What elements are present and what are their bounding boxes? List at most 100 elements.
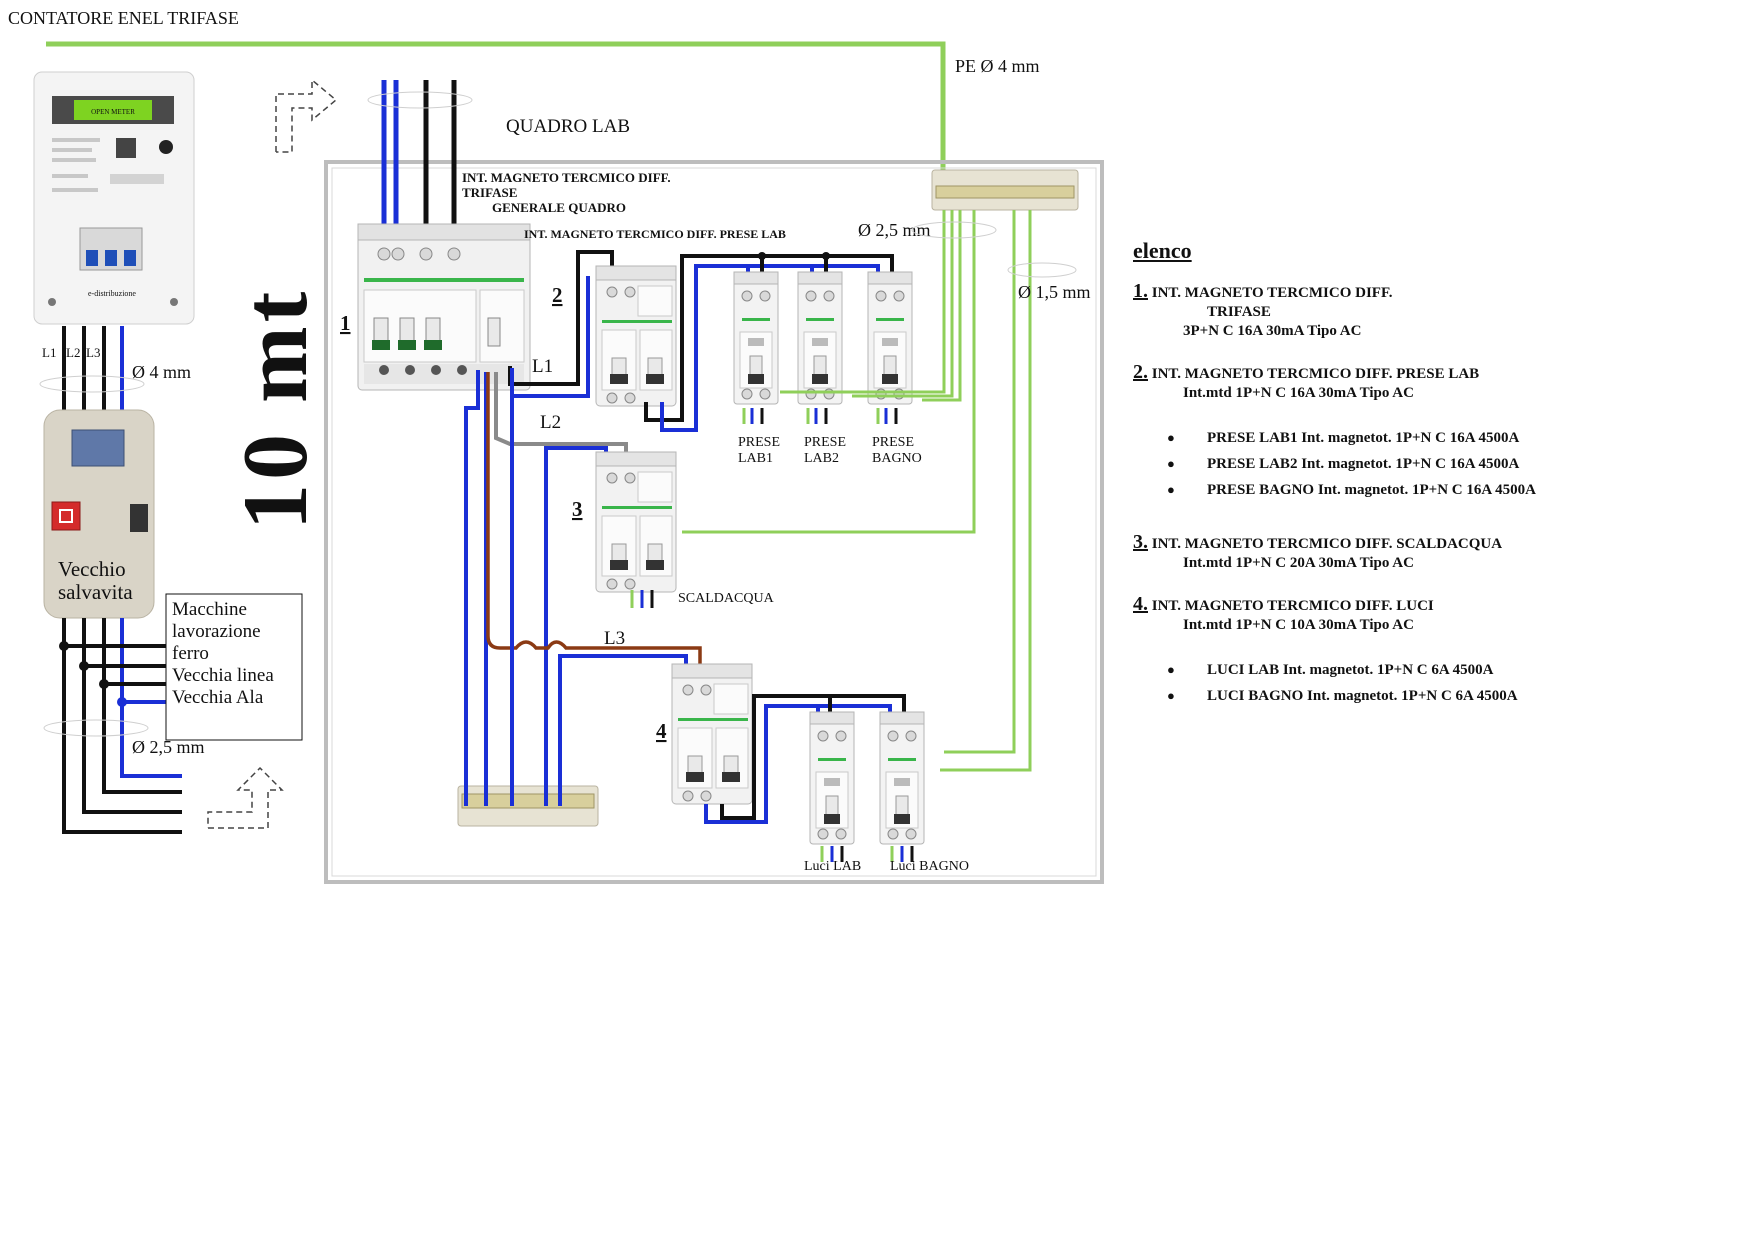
phase-label-l2-quadro: L2 (540, 412, 561, 433)
main-breaker-label-2: TRIFASE (462, 185, 517, 200)
elenco-item-number: 4. (1133, 593, 1148, 615)
earth-distribution-cables (682, 210, 1032, 772)
distance-label: 10 mt (224, 288, 326, 530)
elenco-item-title: INT. MAGNETO TERCMICO DIFF. SCALDACQUA (1151, 536, 1503, 552)
elenco-item-4: 4. INT. MAGNETO TERCMICO DIFF. LUCI Int.… (1133, 593, 1733, 635)
loads-line-3: ferro (172, 643, 209, 664)
elenco-item-spec: Int.mtd 1P+N C 10A 30mA Tipo AC (1183, 617, 1414, 633)
meter-cable-marker (39, 375, 145, 393)
elenco-item-title: INT. MAGNETO TERCMICO DIFF. PRESE LAB (1151, 366, 1480, 382)
old-cable-marker (43, 719, 149, 737)
old-rcd-label-2: salvavita (58, 580, 133, 604)
elenco-panel: elenco 1. INT. MAGNETO TERCMICO DIFF. TR… (1133, 238, 1733, 739)
elenco-item-line: TRIFASE (1207, 304, 1271, 320)
elenco-item-number: 1. (1133, 280, 1148, 302)
main-breaker-1 (357, 223, 531, 391)
list-item: LUCI LAB Int. magnetot. 1P+N C 6A 4500A (1133, 657, 1733, 683)
prese-lab2-label-b: LAB2 (804, 451, 839, 466)
scaldacqua-output-cables (630, 590, 654, 608)
pe-cable-label: PE Ø 4 mm (955, 56, 1040, 76)
loads-line-5: Vecchia Ala (172, 687, 264, 708)
cable-25-label: Ø 2,5 mm (858, 220, 931, 240)
prese-lab1-label-a: PRESE (738, 435, 780, 450)
prese-bagno-label-a: PRESE (872, 435, 914, 450)
elenco-item-spec: 3P+N C 16A 30mA Tipo AC (1183, 323, 1362, 339)
loads-line-1: Macchine (172, 599, 247, 620)
phase-label-l1-quadro: L1 (532, 356, 553, 377)
prese-lab2-label-a: PRESE (804, 435, 846, 450)
list-item: PRESE LAB2 Int. magnetot. 1P+N C 16A 450… (1133, 451, 1733, 477)
main-breaker-label-3: GENERALE QUADRO (492, 200, 626, 215)
prese-bagno-label-b: BAGNO (872, 451, 922, 466)
cable-15-marker (1007, 262, 1077, 278)
l3-neutral-cables (510, 380, 688, 806)
enel-meter: OPEN METER e-distribuzione (33, 71, 195, 325)
elenco-item-number: 2. (1133, 361, 1148, 383)
earth-bar (931, 169, 1079, 211)
prese-bullet-list: PRESE LAB1 Int. magnetot. 1P+N C 16A 450… (1133, 425, 1733, 503)
meter-cable-label: Ø 4 mm (132, 362, 191, 382)
arrow-up-icon (207, 766, 284, 829)
loads-line-2: lavorazione (172, 621, 261, 642)
diagram-title: CONTATORE ENEL TRIFASE (8, 8, 239, 28)
breaker-number-2: 2 (552, 283, 563, 307)
incoming-cables (381, 80, 457, 252)
junction-dots (758, 252, 830, 260)
rcbo-3 (595, 451, 677, 593)
phase-label-l1: L1 (42, 345, 56, 360)
phase-label-l3: L3 (86, 345, 100, 360)
rcbo-4 (671, 663, 753, 805)
list-item: PRESE LAB1 Int. magnetot. 1P+N C 16A 450… (1133, 425, 1733, 451)
breaker-number-3: 3 (572, 497, 583, 521)
main-breaker-label-1: INT. MAGNETO TERCMICO DIFF. (462, 170, 671, 185)
luci-lab-label: Luci LAB (804, 859, 861, 874)
meter-brand: e-distribuzione (88, 289, 136, 298)
luci-output-cables (820, 846, 914, 862)
loads-line-4: Vecchia linea (172, 665, 274, 686)
rcbo-2 (595, 265, 677, 407)
quadro-title: QUADRO LAB (506, 116, 630, 137)
prese-output-cables (742, 408, 898, 424)
loads-box: Macchine lavorazione ferro Vecchia linea… (165, 593, 303, 741)
meter-display: OPEN METER (91, 108, 135, 116)
meter-output-cables (62, 326, 124, 412)
prese-lab1-label-b: LAB1 (738, 451, 773, 466)
elenco-item-spec: Int.mtd 1P+N C 16A 30mA Tipo AC (1183, 385, 1414, 401)
elenco-item-title: INT. MAGNETO TERCMICO DIFF. LUCI (1151, 598, 1434, 614)
elenco-item-3: 3. INT. MAGNETO TERCMICO DIFF. SCALDACQU… (1133, 531, 1733, 573)
old-rcd: Vecchio salvavita (43, 409, 155, 619)
list-item: LUCI BAGNO Int. magnetot. 1P+N C 6A 4500… (1133, 683, 1733, 709)
mcb-luci-bagno (879, 711, 925, 845)
incoming-cable-marker (367, 91, 473, 109)
prese-header-label: INT. MAGNETO TERCMICO DIFF. PRESE LAB (524, 227, 786, 241)
breaker-number-4: 4 (656, 719, 667, 743)
luci-bullet-list: LUCI LAB Int. magnetot. 1P+N C 6A 4500A … (1133, 657, 1733, 709)
quadro-enclosure (324, 160, 1104, 884)
cable-15-label: Ø 1,5 mm (1018, 282, 1091, 302)
elenco-title: elenco (1133, 238, 1192, 263)
quadro-enclosure-inner (331, 167, 1097, 877)
phase-label-l3-quadro: L3 (604, 628, 625, 649)
scaldacqua-label: SCALDACQUA (678, 591, 775, 606)
list-item: PRESE BAGNO Int. magnetot. 1P+N C 16A 45… (1133, 477, 1733, 503)
elenco-item-2: 2. INT. MAGNETO TERCMICO DIFF. PRESE LAB… (1133, 361, 1733, 403)
elenco-item-number: 3. (1133, 531, 1148, 553)
elenco-item-title: INT. MAGNETO TERCMICO DIFF. (1151, 285, 1393, 301)
breaker-number-1: 1 (340, 311, 351, 335)
terminal-bar-bottom (457, 785, 599, 827)
old-rcd-cable-label: Ø 2,5 mm (132, 737, 205, 757)
arrow-up-icon (275, 78, 338, 153)
old-rcd-output-cables (62, 618, 182, 834)
phase-label-l2: L2 (66, 345, 80, 360)
mcb-prese-lab2 (797, 271, 843, 405)
pe-cable (46, 41, 946, 176)
elenco-item-spec: Int.mtd 1P+N C 20A 30mA Tipo AC (1183, 555, 1414, 571)
old-rcd-label-1: Vecchio (58, 557, 126, 581)
junction-dots (59, 641, 127, 707)
mcb-luci-lab (809, 711, 855, 845)
elenco-item-1: 1. INT. MAGNETO TERCMICO DIFF. TRIFASE 3… (1133, 280, 1733, 341)
luci-bagno-label: Luci BAGNO (890, 859, 969, 874)
mcb-prese-bagno (867, 271, 913, 405)
cable-25-marker (911, 221, 997, 239)
